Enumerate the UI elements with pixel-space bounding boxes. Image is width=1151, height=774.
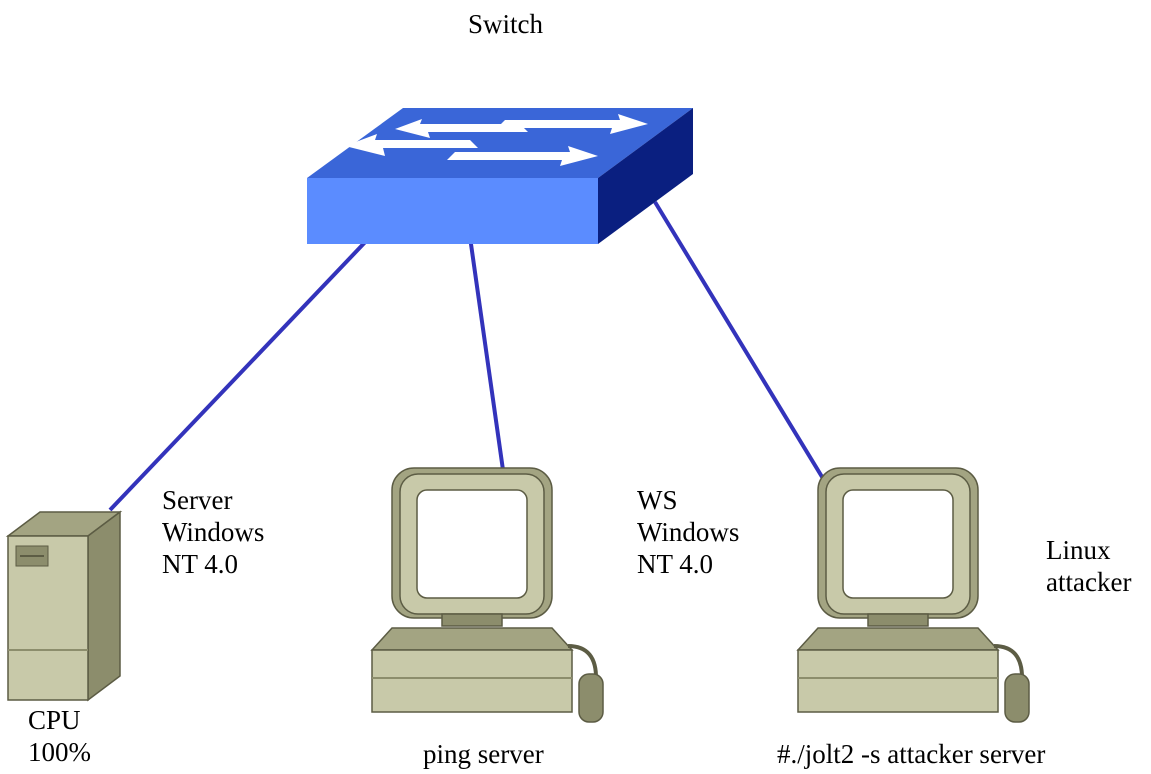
server-label: Server Windows NT 4.0 bbox=[162, 484, 264, 580]
server-status-line: CPU bbox=[28, 705, 81, 735]
workstation-action: ping server bbox=[423, 739, 544, 769]
switch-arrows bbox=[345, 114, 648, 166]
workstation-label-line: Windows bbox=[637, 517, 740, 547]
link-attacker bbox=[653, 200, 832, 492]
server-label-line: Windows bbox=[162, 517, 265, 547]
workstation-label: WS Windows NT 4.0 bbox=[637, 484, 739, 580]
workstation-label-line: NT 4.0 bbox=[637, 549, 714, 579]
switch-label: Switch bbox=[468, 9, 544, 39]
server-label-line: NT 4.0 bbox=[162, 549, 239, 579]
attacker-label-line: attacker bbox=[1046, 567, 1132, 597]
network-switch-icon bbox=[307, 108, 693, 244]
workstation-label-line: WS bbox=[637, 485, 678, 515]
desktop-computer-icon bbox=[796, 467, 1030, 723]
tower-server-icon bbox=[5, 510, 123, 702]
attacker-label-line: Linux bbox=[1046, 535, 1111, 565]
network-links bbox=[108, 200, 832, 512]
attacker-label: Linux attacker bbox=[1046, 534, 1131, 598]
attacker-command: #./jolt2 -s attacker server bbox=[777, 739, 1046, 769]
server-label-line: Server bbox=[162, 485, 233, 515]
server-status-line: 100% bbox=[28, 737, 91, 767]
desktop-computer-icon bbox=[370, 467, 604, 723]
link-workstation bbox=[468, 236, 505, 471]
server-status: CPU 100% bbox=[28, 704, 91, 768]
link-server bbox=[108, 235, 372, 512]
